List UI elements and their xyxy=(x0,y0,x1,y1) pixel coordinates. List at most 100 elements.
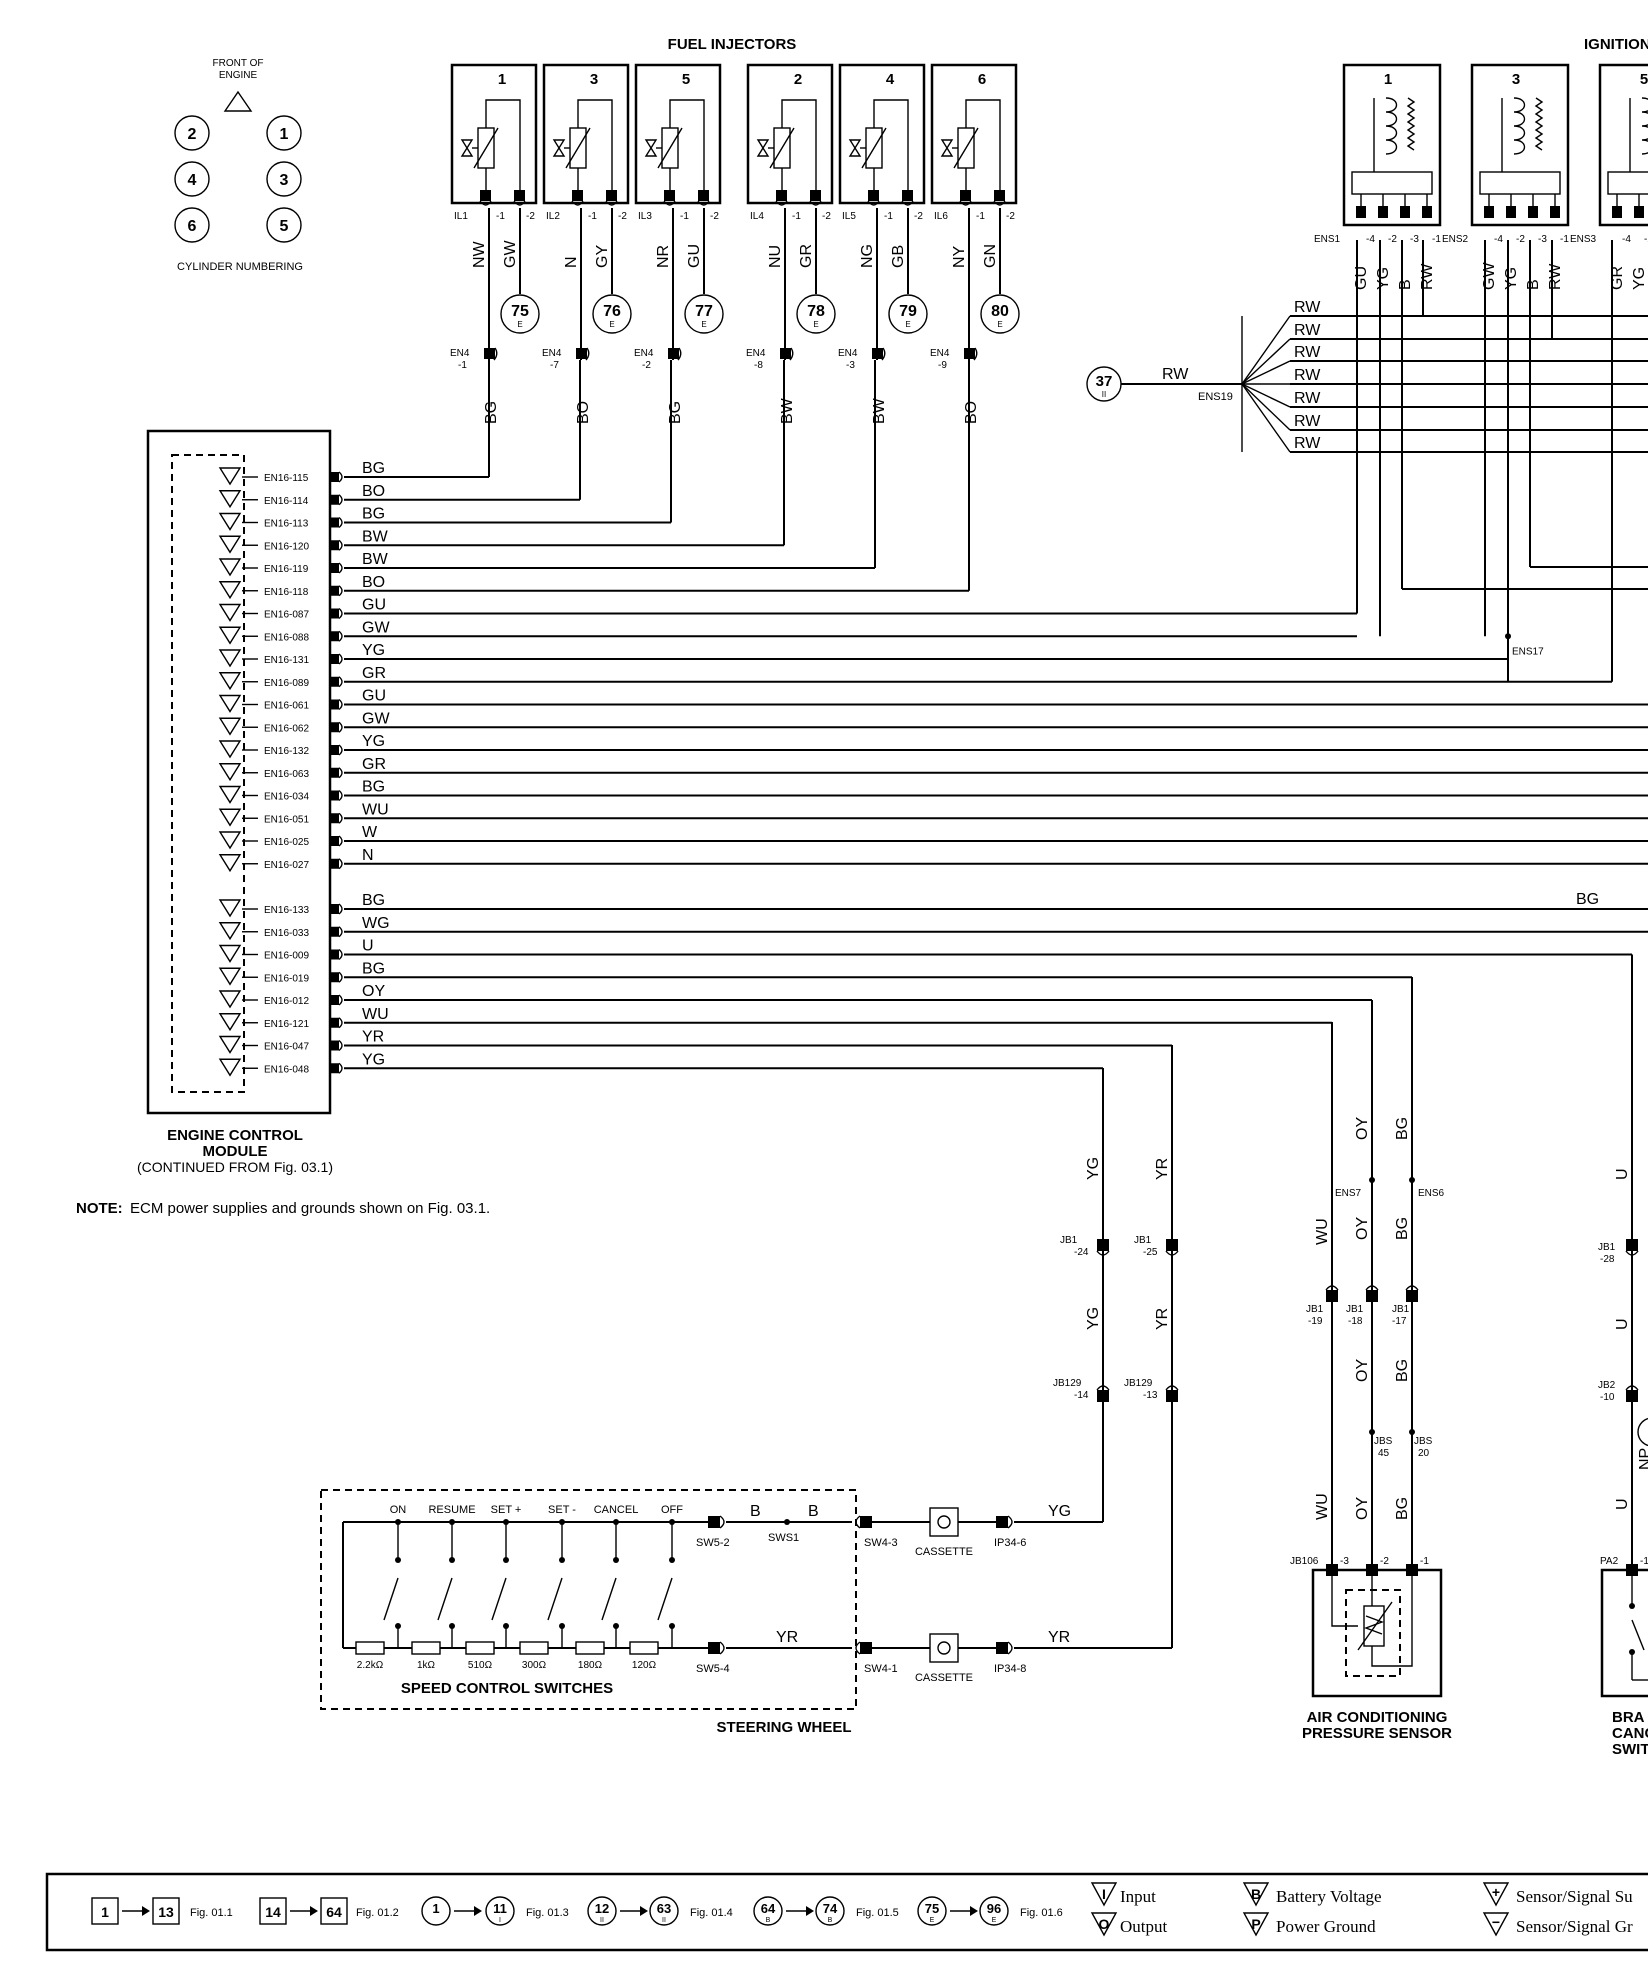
injector-harness-wire: BW xyxy=(871,397,888,424)
svg-text:-1: -1 xyxy=(792,211,801,222)
svg-text:B: B xyxy=(766,1917,771,1924)
engine-front-label-1: FRONT OF xyxy=(213,58,264,69)
cylinder-circle xyxy=(266,161,302,197)
yg-run-wire-1: YG xyxy=(1085,1157,1102,1180)
rw-branch-wire: RW xyxy=(1294,413,1321,430)
wire-yg-sc: YG xyxy=(1048,1503,1071,1520)
rw-branch-wire: RW xyxy=(1294,299,1321,316)
injector-wire-a: NR xyxy=(655,245,672,268)
resistor-icon xyxy=(465,1641,495,1655)
jb1-18-label: JB1 xyxy=(1346,1304,1364,1315)
ecm-pin-label: EN16-033 xyxy=(264,928,309,939)
ecm-pin-label: EN16-113 xyxy=(264,519,309,530)
injector-wire-b: GW xyxy=(502,240,519,268)
resistor-value: 300Ω xyxy=(522,1660,547,1671)
injector-wire-b: GB xyxy=(890,245,907,268)
cylinder-caption: CYLINDER NUMBERING xyxy=(177,261,303,273)
ecm-wire-color: WG xyxy=(362,915,390,932)
io-triangle-icon xyxy=(218,740,242,759)
svg-text:Fig. 01.1: Fig. 01.1 xyxy=(190,1907,233,1919)
resistor-icon xyxy=(411,1641,441,1655)
coil-wire: YG xyxy=(1503,267,1520,290)
steering-wheel-title: STEERING WHEEL xyxy=(716,1719,851,1736)
io-triangle-icon xyxy=(218,1035,242,1054)
ecm-pin-label: EN16-131 xyxy=(264,655,309,666)
coil-box xyxy=(1470,63,1570,227)
ecm-wire-color: BO xyxy=(362,483,385,500)
ecm-pin-label: EN16-087 xyxy=(264,610,309,621)
ens17-label: ENS17 xyxy=(1512,646,1544,657)
switch-contact-icon xyxy=(491,1577,507,1621)
coil-wire: B xyxy=(1397,279,1414,290)
ecm-pin-label: EN16-019 xyxy=(264,973,309,984)
ecm-pin-terminal xyxy=(330,585,339,596)
brake-title-3: SWIT xyxy=(1612,1741,1648,1758)
ecm-pin-terminal xyxy=(330,1063,339,1074)
ecm-pin-terminal xyxy=(330,836,339,846)
brake-jb2-pin: -10 xyxy=(1600,1392,1615,1403)
ecm-pin-terminal xyxy=(330,1017,339,1028)
switch-contact-icon xyxy=(601,1577,617,1621)
svg-text:-2: -2 xyxy=(1388,234,1397,245)
svg-text:Fig. 01.4: Fig. 01.4 xyxy=(690,1907,733,1919)
ens19-label: ENS19 xyxy=(1198,391,1233,403)
switch-contact-icon xyxy=(383,1577,399,1621)
io-triangle-icon xyxy=(218,603,242,622)
cylinder-circle xyxy=(174,161,210,197)
cassette-label-1: CASSETTE xyxy=(915,1546,973,1558)
ecm-pin-label: EN16-009 xyxy=(264,951,309,962)
coil-wire: GR xyxy=(1609,266,1626,290)
en4-label: EN4 xyxy=(746,348,766,359)
ref-37-number: 37 xyxy=(1096,373,1113,390)
battery-symbol: B xyxy=(1251,1886,1261,1902)
brake-wire-u-3: U xyxy=(1614,1498,1631,1510)
svg-text:Fig. 01.5: Fig. 01.5 xyxy=(856,1907,899,1919)
ecm-pin-terminal xyxy=(330,790,339,801)
svg-text:Fig. 01.6: Fig. 01.6 xyxy=(1020,1907,1063,1919)
svg-text:BG: BG xyxy=(1394,1217,1411,1240)
ecm-pin-terminal xyxy=(330,904,339,914)
ecm-pin-terminal xyxy=(330,472,339,482)
ecm-title-2: MODULE xyxy=(203,1143,268,1160)
ecm-title-1: ENGINE CONTROL xyxy=(167,1127,303,1144)
jb1-25-pin: -25 xyxy=(1143,1247,1158,1258)
legend-output: Output xyxy=(1120,1917,1168,1936)
svg-text:Fig. 01.3: Fig. 01.3 xyxy=(526,1907,569,1919)
injector-wire-a: NG xyxy=(859,244,876,268)
io-triangle-icon xyxy=(218,558,242,577)
svg-text:E: E xyxy=(813,320,818,329)
svg-text:63: 63 xyxy=(657,1901,671,1916)
injector-wire-a: N xyxy=(563,256,580,268)
switch-contact-icon xyxy=(437,1577,453,1621)
svg-text:-1: -1 xyxy=(884,211,893,222)
svg-text:-2: -2 xyxy=(1644,234,1648,245)
io-triangle-icon xyxy=(218,694,242,713)
ecm-pin-label: EN16-048 xyxy=(264,1064,309,1075)
injector-wire-a: NU xyxy=(767,245,784,268)
ground-ref-number: 79 xyxy=(899,303,917,320)
ecm-pin-terminal xyxy=(330,494,339,505)
jb106-label: JB106 xyxy=(1290,1556,1319,1567)
ecm-wire-color: GU xyxy=(362,597,386,614)
injector-harness-wire: BG xyxy=(667,401,684,424)
svg-text:74: 74 xyxy=(823,1901,838,1916)
ip34-8-label: IP34-8 xyxy=(994,1663,1026,1675)
cylinder-circle xyxy=(174,115,210,151)
coil-wire: YG xyxy=(1631,267,1648,290)
jb129-14-pin: -14 xyxy=(1074,1390,1089,1401)
svg-text:II: II xyxy=(600,1917,604,1924)
ecm-wire-color: YG xyxy=(362,1051,385,1068)
ref-37-sub: II xyxy=(1102,390,1106,399)
resistor-value: 510Ω xyxy=(468,1660,493,1671)
svg-text:-1: -1 xyxy=(496,211,505,222)
ecm-pin-label: EN16-063 xyxy=(264,769,309,780)
jb1-25-label: JB1 xyxy=(1134,1235,1152,1246)
